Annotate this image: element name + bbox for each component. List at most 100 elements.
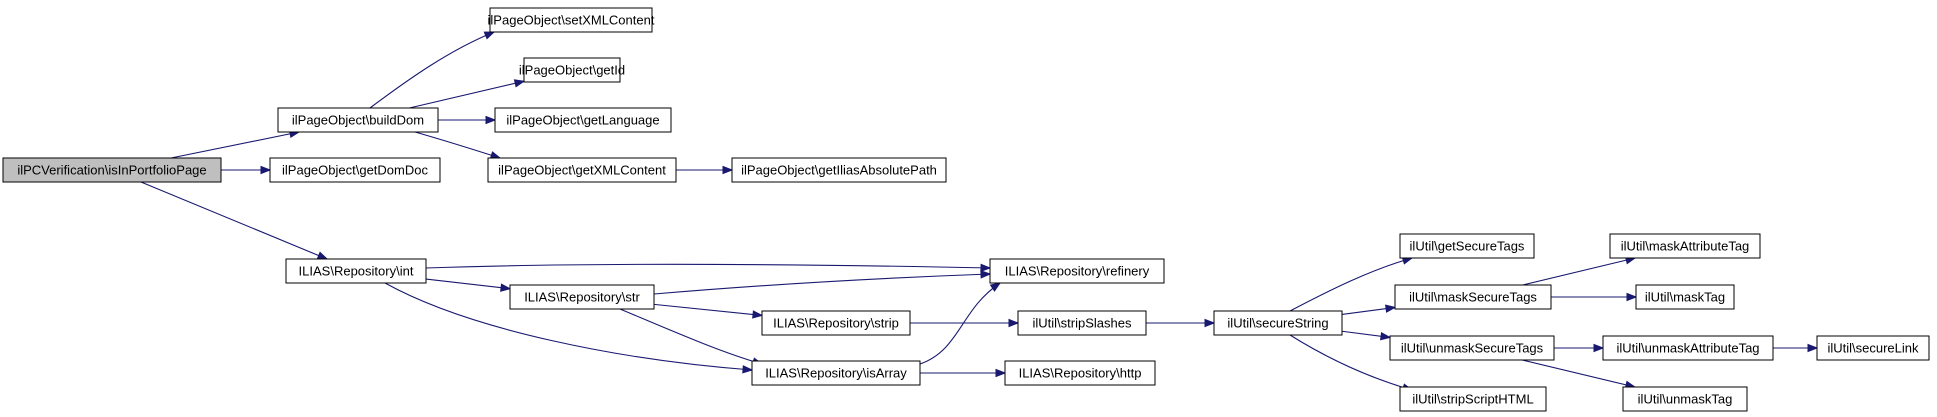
graph-node[interactable]: ilUtil\unmaskTag xyxy=(1622,386,1748,412)
node-label: ilUtil\maskAttributeTag xyxy=(1621,239,1750,254)
graph-node[interactable]: ilUtil\secureLink xyxy=(1816,335,1930,361)
arrowhead-icon xyxy=(1008,318,1020,328)
edge-line xyxy=(653,273,991,295)
edge-n15-n18 xyxy=(1341,330,1392,341)
arrowhead-icon xyxy=(1380,332,1392,341)
graph-node[interactable]: ilUtil\getSecureTags xyxy=(1399,233,1535,259)
node-box xyxy=(731,157,947,183)
node-label: ilUtil\stripSlashes xyxy=(1033,316,1132,331)
edge-n12-n14 xyxy=(910,318,1020,328)
graph-node[interactable]: ilUtil\stripScriptHTML xyxy=(1399,386,1547,412)
node-box xyxy=(751,360,921,386)
node-box xyxy=(277,107,439,133)
edge-n10-n12 xyxy=(653,303,764,319)
graph-node[interactable]: ilPageObject\getId xyxy=(519,57,625,83)
arrowhead-icon xyxy=(989,282,1002,292)
node-label: ilUtil\secureLink xyxy=(1827,341,1919,356)
edge-n22-n24 xyxy=(1773,343,1819,353)
node-box xyxy=(1602,335,1774,361)
arrowhead-icon xyxy=(1807,343,1819,353)
edge-line xyxy=(170,131,300,159)
node-label: ilPageObject\getLanguage xyxy=(506,113,659,128)
arrowhead-icon xyxy=(1204,318,1216,328)
graph-node[interactable]: ilPageObject\getXMLContent xyxy=(487,157,677,183)
node-label: ilUtil\maskSecureTags xyxy=(1409,290,1537,305)
node-label: ilUtil\unmaskAttributeTag xyxy=(1616,341,1759,356)
graph-node[interactable]: ilPageObject\getIliasAbsolutePath xyxy=(731,157,947,183)
edge-line xyxy=(140,181,328,260)
graph-node[interactable]: ILIAS\Repository\refinery xyxy=(989,258,1165,284)
edge-n1-n4 xyxy=(369,31,496,109)
node-box xyxy=(489,7,653,33)
edge-line xyxy=(409,80,525,109)
edge-n14-n15 xyxy=(1146,318,1216,328)
node-box xyxy=(2,157,222,183)
node-label: ILIAS\Repository\isArray xyxy=(765,366,907,381)
arrowhead-icon xyxy=(722,165,734,175)
graph-node[interactable]: ilUtil\unmaskSecureTags xyxy=(1389,335,1555,361)
graph-node[interactable]: ILIAS\Repository\http xyxy=(1004,360,1156,386)
node-box xyxy=(989,258,1165,284)
edge-n15-n16 xyxy=(1289,256,1414,312)
node-label: ILIAS\Repository\http xyxy=(1019,366,1142,381)
edge-line xyxy=(369,31,495,109)
node-box xyxy=(487,157,677,183)
edge-n1-n5 xyxy=(409,79,526,109)
graph-node[interactable]: ILIAS\Repository\int xyxy=(285,258,427,284)
graph-node[interactable]: ilPageObject\setXMLContent xyxy=(488,7,655,33)
edge-n7-n8 xyxy=(676,165,734,175)
edge-line xyxy=(1522,257,1636,286)
node-label: ilUtil\stripScriptHTML xyxy=(1412,392,1533,407)
node-box xyxy=(1394,284,1552,310)
arrowhead-icon xyxy=(742,365,754,374)
node-box xyxy=(1622,386,1748,412)
edge-n17-n21 xyxy=(1551,292,1638,302)
arrowhead-icon xyxy=(995,368,1007,378)
node-box xyxy=(1399,233,1535,259)
node-box xyxy=(523,57,621,83)
node-label: ilUtil\getSecureTags xyxy=(1410,239,1525,254)
graph-node[interactable]: ilUtil\maskTag xyxy=(1635,284,1735,310)
edge-line xyxy=(425,278,511,290)
node-label: ILIAS\Repository\refinery xyxy=(1005,264,1150,279)
node-box xyxy=(509,284,655,310)
edge-n3-n9 xyxy=(425,263,992,273)
node-box xyxy=(269,157,441,183)
edge-line xyxy=(619,308,763,365)
node-label: ilPageObject\getId xyxy=(519,63,625,78)
graph-node[interactable]: ilUtil\maskAttributeTag xyxy=(1609,233,1761,259)
node-box xyxy=(1816,335,1930,361)
graph-node[interactable]: ILIAS\Repository\isArray xyxy=(751,360,921,386)
graph-node[interactable]: ilUtil\maskSecureTags xyxy=(1394,284,1552,310)
graph-node[interactable]: ilPageObject\getLanguage xyxy=(494,107,672,133)
graph-node[interactable]: ilUtil\stripSlashes xyxy=(1017,310,1147,336)
graph-node[interactable]: ilUtil\secureString xyxy=(1213,310,1343,336)
arrowhead-icon xyxy=(1385,304,1397,313)
node-label: ilPageObject\getIliasAbsolutePath xyxy=(741,163,937,178)
graph-node[interactable]: ilPageObject\getDomDoc xyxy=(269,157,441,183)
graph-node[interactable]: ILIAS\Repository\strip xyxy=(761,310,911,336)
arrowhead-icon xyxy=(260,165,272,175)
graph-node[interactable]: ilPageObject\buildDom xyxy=(277,107,439,133)
edge-n3-n10 xyxy=(425,278,512,292)
arrowhead-icon xyxy=(1626,292,1638,302)
node-box xyxy=(1389,335,1555,361)
node-label: ilPageObject\getDomDoc xyxy=(282,163,428,178)
root-node[interactable]: ilPCVerification\isInPortfolioPage xyxy=(2,157,222,183)
node-box xyxy=(1004,360,1156,386)
edge-n0-n1 xyxy=(170,129,301,159)
edge-line xyxy=(414,131,501,159)
node-box xyxy=(285,258,427,284)
arrowhead-icon xyxy=(980,263,992,273)
graph-node[interactable]: ilUtil\unmaskAttributeTag xyxy=(1602,335,1774,361)
edge-n11-n9 xyxy=(919,282,1002,365)
edge-n1-n7 xyxy=(414,131,502,160)
arrowhead-icon xyxy=(500,283,512,292)
graph-node[interactable]: ILIAS\Repository\str xyxy=(509,284,655,310)
node-label: ilPageObject\buildDom xyxy=(292,113,424,128)
edge-n18-n23 xyxy=(1521,359,1637,389)
nodes-layer: ilPCVerification\isInPortfolioPage ilPage… xyxy=(2,7,1930,412)
node-box xyxy=(1399,386,1547,412)
node-box xyxy=(1213,310,1343,336)
